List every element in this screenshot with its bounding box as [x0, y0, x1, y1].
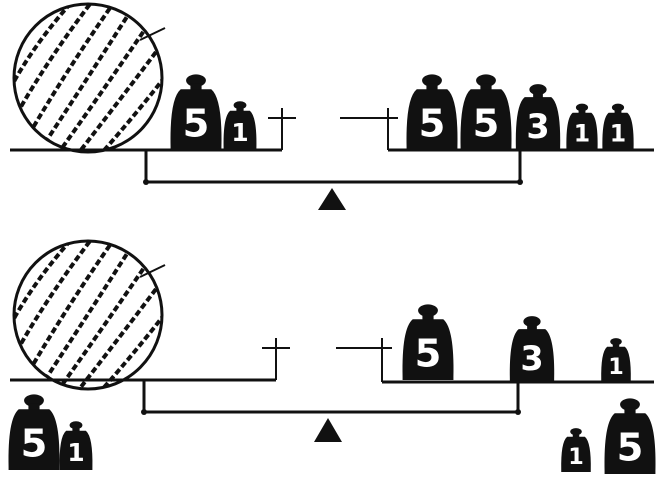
weight-icon: 5	[402, 304, 454, 380]
watermelon-icon	[12, 2, 166, 154]
weight-label: 3	[520, 339, 543, 378]
weight-label: 1	[608, 354, 624, 380]
weight-label: 5	[617, 425, 644, 470]
weight-icon: 3	[509, 316, 555, 382]
fulcrum-triangle-icon	[314, 418, 342, 442]
weight-label: 1	[67, 438, 84, 467]
weight-icon: 1	[59, 421, 93, 470]
bottom-right-pan-weights: 5 3 1	[402, 304, 631, 382]
weight-label: 1	[610, 120, 626, 148]
weight-icon: 1	[223, 101, 257, 150]
weight-icon: 5	[170, 74, 222, 150]
weight-label: 1	[568, 444, 584, 470]
weight-icon: 5	[406, 74, 458, 150]
weight-icon: 1	[561, 428, 591, 472]
watermelon-icon	[12, 239, 166, 391]
weight-label: 3	[526, 107, 549, 146]
weight-label: 1	[574, 120, 590, 148]
weight-label: 5	[21, 421, 48, 466]
weight-label: 5	[183, 101, 210, 146]
weight-icon: 5	[8, 394, 60, 470]
fulcrum-triangle-icon	[318, 188, 346, 210]
weight-icon: 1	[601, 338, 631, 382]
weight-icon: 1	[602, 103, 634, 150]
weight-icon: 1	[566, 103, 598, 150]
weight-label: 1	[231, 118, 248, 147]
weight-label: 5	[415, 331, 442, 376]
weight-icon: 3	[515, 84, 561, 150]
weight-label: 5	[473, 101, 500, 146]
weight-icon: 5	[604, 398, 656, 474]
weight-icon: 5	[460, 74, 512, 150]
weight-label: 5	[419, 101, 446, 146]
